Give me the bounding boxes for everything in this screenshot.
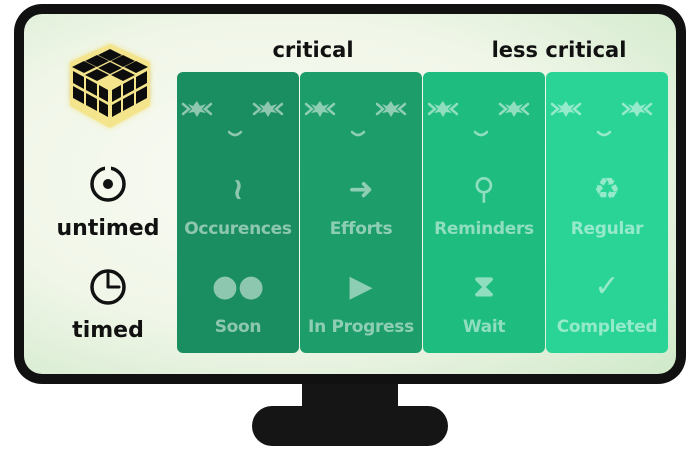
legend-untimed-label: untimed — [56, 216, 160, 241]
monitor-frame: critical less critical — [14, 4, 686, 384]
category-label: Efforts — [329, 219, 393, 239]
star-eyes-face-icon — [423, 92, 545, 148]
category-label: Reminders — [434, 219, 534, 239]
header-less-critical: less critical — [491, 38, 627, 62]
clock-icon — [90, 269, 126, 305]
legend-timed-label: timed — [72, 318, 144, 343]
header-critical: critical — [272, 38, 354, 62]
star-eyes-face-icon — [546, 92, 668, 148]
star-eyes-face-icon — [177, 92, 299, 148]
pin-icon: ⚲ — [473, 171, 495, 207]
two-dots-icon: ●● — [211, 268, 265, 304]
star-eyes-face-icon — [300, 92, 422, 148]
category-label: Completed — [556, 317, 658, 337]
play-icon: ▶ — [349, 268, 373, 304]
recycle-icon: ♻ — [593, 171, 621, 207]
category-label: Regular — [570, 219, 644, 239]
hourglass-icon: ⧗ — [473, 268, 495, 304]
squiggle-icon: ≀ — [232, 171, 244, 207]
rubiks-cube-icon — [70, 44, 150, 128]
monitor-screen: critical less critical — [24, 14, 676, 374]
checkmark-icon: ✓ — [594, 268, 620, 304]
category-label: Soon — [214, 317, 262, 337]
category-column: ≀ Occurences ●● Soon — [177, 72, 299, 353]
category-column: ➜ Efforts ▶ In Progress — [300, 72, 422, 353]
category-column: ♻ Regular ✓ Completed — [546, 72, 668, 353]
category-column: ⚲ Reminders ⧗ Wait — [423, 72, 545, 353]
arrow-right-icon: ➜ — [348, 171, 374, 207]
target-icon — [90, 166, 126, 202]
category-label: In Progress — [308, 317, 414, 337]
monitor-stand-base — [252, 406, 448, 446]
category-label: Occurences — [184, 219, 292, 239]
category-label: Wait — [462, 317, 506, 337]
